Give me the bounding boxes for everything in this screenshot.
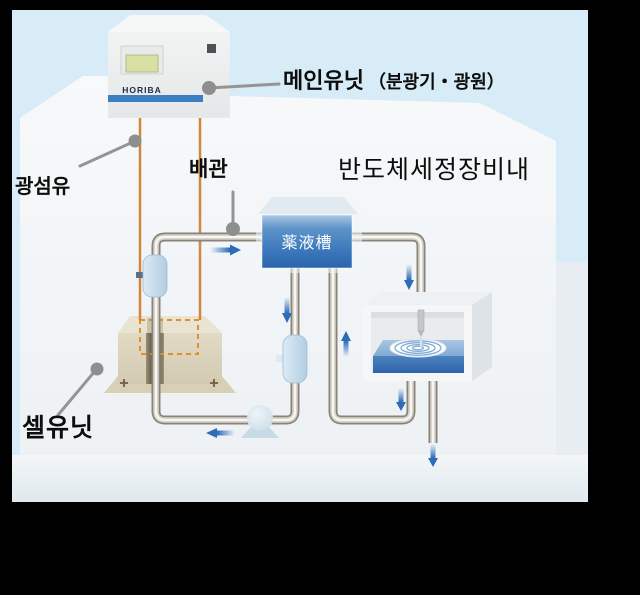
flow-arrows	[206, 244, 438, 467]
arrow-up-tank-return	[341, 331, 351, 357]
cell-callout-line	[56, 369, 97, 417]
arrow-left-bottom-pipe	[206, 428, 235, 438]
main-unit-label-sub: （분광기・광원）	[367, 72, 505, 92]
valve-body	[142, 254, 168, 298]
callout-dots	[90, 81, 240, 376]
enclosure-front-band	[12, 455, 588, 502]
inline-valve	[136, 254, 168, 298]
optical-fiber-label: 광섬유	[15, 176, 71, 198]
bath-front-face	[373, 356, 464, 373]
pipe-callout-dot	[226, 222, 240, 236]
main-unit-label-title: 메인유닛	[283, 68, 364, 93]
valve-handle	[136, 272, 148, 278]
wafer	[389, 338, 447, 358]
cell-unit-front-face	[118, 333, 222, 384]
equipment-area-label: 반도체세정장비내	[338, 156, 531, 184]
brand-logo: HORIBA	[122, 85, 162, 95]
main-unit-display-screen	[125, 54, 159, 73]
cell-unit-label: 셀유닛	[22, 414, 95, 442]
arrow-down-station-drain	[396, 388, 406, 411]
tank-top-face	[258, 197, 358, 214]
cell-unit-top-face	[118, 316, 222, 333]
station-right-face	[472, 292, 492, 381]
wafer-station	[363, 292, 492, 381]
piping-label: 배관	[189, 158, 228, 181]
cell-callout-dot	[90, 362, 104, 376]
arrow-down-station-feed	[404, 264, 414, 290]
main-unit-blue-stripe	[108, 95, 203, 102]
filter-body	[282, 334, 308, 384]
piping-network	[151, 232, 438, 443]
main-unit-label: 메인유닛（분광기・광원）	[283, 70, 505, 92]
main-unit-callout-dot	[202, 81, 216, 95]
tank-label: 薬液槽	[281, 234, 332, 252]
optical-path-dashed-box	[139, 319, 199, 355]
main-unit-callout-line	[207, 82, 281, 90]
flange-screw-right	[210, 379, 218, 387]
fiber-callout-dot	[128, 134, 142, 148]
pump-head	[247, 405, 273, 431]
tank-front-face	[261, 214, 353, 269]
pump	[241, 405, 279, 438]
chemical-tank: 薬液槽	[256, 197, 362, 273]
station-interior-shadow	[371, 312, 464, 318]
main-unit-power-button	[207, 44, 216, 53]
station-top-face	[363, 292, 492, 305]
arrow-down-tank-feed	[282, 297, 292, 323]
flange-screw-left	[120, 379, 128, 387]
wafer-ripple-rings	[394, 340, 442, 356]
nozzle-tube	[417, 309, 425, 332]
main-unit-top-face	[108, 15, 230, 32]
callouts	[56, 82, 281, 417]
arrow-down-waste	[428, 444, 438, 467]
inline-filter	[276, 334, 308, 384]
arrow-right-top-pipe	[210, 244, 241, 256]
main-unit: HORIBA	[108, 15, 230, 118]
nozzle-tip	[418, 331, 424, 337]
fiber-callout-line	[78, 140, 135, 168]
pump-base	[241, 428, 279, 438]
